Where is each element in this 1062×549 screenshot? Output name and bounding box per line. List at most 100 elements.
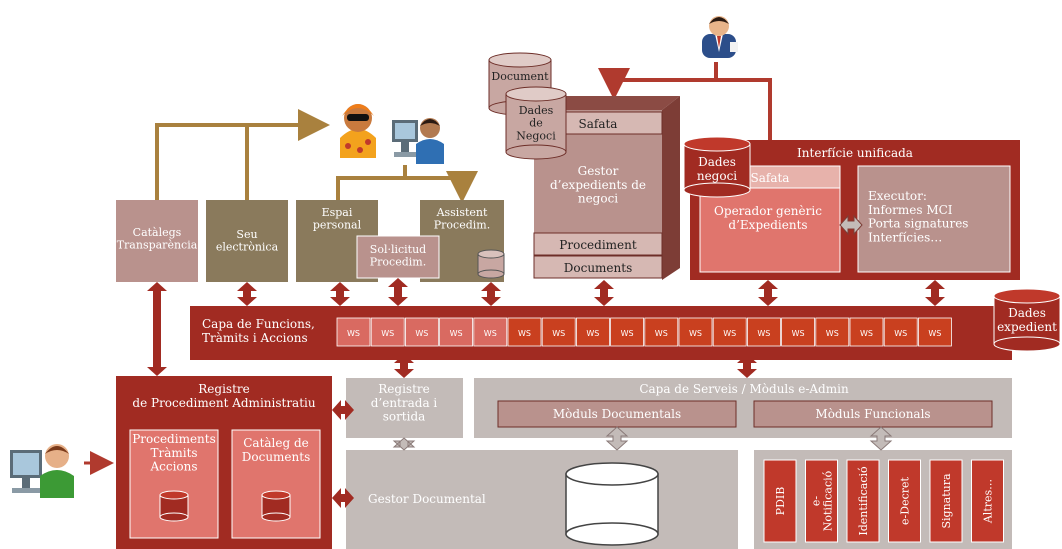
service-module[interactable]: Signatura <box>929 459 963 543</box>
ws-service-box[interactable]: WS <box>370 317 405 347</box>
service-module-label: Identificació <box>857 466 870 536</box>
ws-label: WS <box>450 329 463 338</box>
top-right-connector <box>598 62 772 140</box>
ws-service-box[interactable]: WS <box>507 317 542 347</box>
bidirectional-arrow-icon <box>394 354 414 378</box>
ws-service-box[interactable]: WS <box>336 317 371 347</box>
ws-label: WS <box>484 329 497 338</box>
bidirectional-arrow-icon <box>605 426 629 451</box>
moduls-funcionals-label: Mòduls Funcionals <box>815 407 930 421</box>
bidirectional-arrow-icon <box>332 488 354 508</box>
ws-service-box[interactable]: WS <box>918 317 952 347</box>
gestor-documental-label: Gestor Documental <box>368 492 486 506</box>
service-module-label: e-Decret <box>899 476 912 524</box>
service-module[interactable]: Identificació <box>846 459 880 543</box>
interficie-safata-label: Safata <box>751 171 790 185</box>
database-icon <box>565 462 659 546</box>
bidirectional-arrow-icon <box>237 282 257 306</box>
ws-service-box[interactable]: WS <box>883 317 918 347</box>
gestor-documents-label: Documents <box>564 261 632 275</box>
capa-funcions-label: Capa de Funcions,Tràmits i Accions <box>202 317 315 345</box>
bidirectional-arrow-icon <box>869 426 893 451</box>
ws-service-box[interactable]: WS <box>404 317 439 347</box>
computer-user-icon <box>10 444 74 498</box>
ws-label: WS <box>826 329 839 338</box>
ws-service-box[interactable]: WS <box>473 317 508 347</box>
database-icon <box>477 249 505 279</box>
ws-label: WS <box>586 329 599 338</box>
ws-label: WS <box>621 329 634 338</box>
ws-service-box[interactable]: WS <box>712 317 747 347</box>
bidirectional-arrow-icon <box>594 280 614 306</box>
ws-label: WS <box>518 329 531 338</box>
service-module-label: PDIB <box>774 487 787 516</box>
ws-label: WS <box>894 329 907 338</box>
capa-serveis-title: Capa de Serveis / Mòduls e-Admin <box>639 382 849 396</box>
ws-label: WS <box>757 329 770 338</box>
bidirectional-arrow-icon <box>925 280 945 306</box>
module-row: PDIB e-Notificació Identificació e-Decret Si… <box>763 459 1004 543</box>
service-module[interactable]: e-Decret <box>888 459 921 543</box>
ws-service-box[interactable]: WS <box>439 317 474 347</box>
ws-service-box[interactable]: WS <box>849 317 884 347</box>
capa-serveis[interactable]: Capa de Serveis / Mòduls e-Admin Mòduls … <box>474 378 1012 438</box>
bidirectional-arrow-icon <box>332 400 354 420</box>
ws-service-box[interactable]: WS <box>815 317 850 347</box>
document-db-label: Document <box>491 70 549 83</box>
ws-label: WS <box>689 329 702 338</box>
database-icon <box>261 490 291 522</box>
citizen-woman-icon <box>340 104 376 158</box>
ws-service-box[interactable]: WS <box>644 317 679 347</box>
interficie-title: Interfície unificada <box>797 146 913 160</box>
ws-service-box[interactable]: WS <box>541 317 576 347</box>
service-module-label: Signatura <box>940 473 953 529</box>
service-module[interactable]: e-Notificació <box>805 459 838 543</box>
ws-label: WS <box>792 329 805 338</box>
moduls-documentals-label: Mòduls Documentals <box>553 407 681 421</box>
businessman-icon <box>702 16 738 58</box>
gestor-documental[interactable]: Gestor Documental <box>346 450 738 549</box>
bidirectional-arrow-icon <box>392 437 416 451</box>
ws-service-box[interactable]: WS <box>610 317 644 347</box>
service-module[interactable]: Altres… <box>971 459 1004 543</box>
gestor-safata-label: Safata <box>579 117 618 131</box>
ws-label: WS <box>655 329 668 338</box>
ws-label: WS <box>928 329 941 338</box>
ws-label: WS <box>860 329 873 338</box>
service-module-label: Altres… <box>982 479 995 524</box>
bidirectional-arrow-icon <box>147 282 167 376</box>
moduls-funcionals-panel: PDIB e-Notificació Identificació e-Decret Si… <box>754 450 1012 549</box>
ws-row: WS WS WS WS WS WS WS WS WS WS WS WS WS WS WS WS WS WS <box>336 317 952 347</box>
bidirectional-arrow-icon <box>737 354 757 378</box>
service-module[interactable]: PDIB <box>763 459 797 543</box>
database-icon <box>159 490 189 522</box>
bidirectional-arrow-icon <box>758 280 778 306</box>
ws-label: WS <box>381 329 394 338</box>
top-connectors <box>155 109 478 203</box>
ws-service-box[interactable]: WS <box>576 317 610 347</box>
ws-service-box[interactable]: WS <box>747 317 781 347</box>
ws-service-box[interactable]: WS <box>781 317 815 347</box>
ws-label: WS <box>415 329 428 338</box>
ws-service-box[interactable]: WS <box>678 317 713 347</box>
interficie-bidirectional-arrow-icon <box>839 214 863 236</box>
